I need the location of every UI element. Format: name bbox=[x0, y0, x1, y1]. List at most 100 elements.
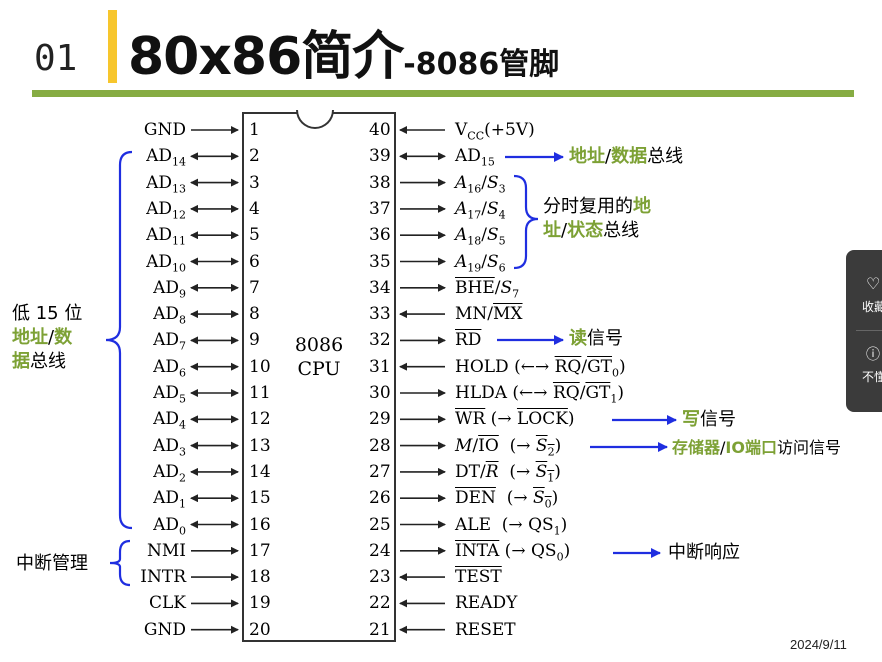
pin-number: 31 bbox=[369, 356, 391, 377]
pin-number: 5 bbox=[249, 225, 260, 246]
annotation-write-signal: 写信号 bbox=[682, 409, 736, 430]
pin-number: 10 bbox=[249, 356, 271, 377]
pin-number: 29 bbox=[369, 409, 391, 430]
pin-number: 32 bbox=[369, 330, 391, 351]
pin-number: 20 bbox=[249, 619, 271, 640]
pin-name: GND bbox=[143, 619, 186, 640]
section-number: 01 bbox=[34, 38, 78, 79]
pin-number: 25 bbox=[369, 514, 391, 535]
pin-name: RESET bbox=[455, 619, 516, 640]
pin-name: HLDA (←→ RQ/GT1) bbox=[455, 383, 624, 406]
annotation-read-signal: 读信号 bbox=[569, 328, 623, 349]
pin-number: 1 bbox=[249, 120, 260, 140]
annotation-mem-io-signal: 存储器/IO端口访问信号 bbox=[672, 438, 841, 457]
pin-number: 15 bbox=[249, 488, 271, 509]
pin-name: AD9 bbox=[153, 277, 186, 301]
pin-name: AD6 bbox=[153, 356, 186, 380]
pin-name: AD15 bbox=[455, 146, 495, 169]
heart-icon[interactable]: ♡ bbox=[866, 274, 881, 293]
pin-number: 8 bbox=[249, 304, 260, 325]
pin-name: RD bbox=[455, 330, 482, 351]
annotation-addr-data-bus: 地址/数据总线 bbox=[569, 146, 684, 167]
pin-name: BHE/S7 bbox=[455, 277, 520, 301]
pin-name: AD14 bbox=[146, 146, 186, 169]
pin-number: 18 bbox=[249, 567, 271, 588]
pin-name: AD3 bbox=[153, 435, 186, 458]
annotation-low15: 低 15 位 地址/数 据总线 bbox=[12, 302, 82, 374]
pin-number: 2 bbox=[249, 146, 260, 167]
favorite-button[interactable]: 收藏 bbox=[862, 300, 882, 314]
pin-number: 28 bbox=[369, 435, 391, 456]
pin-number: 30 bbox=[369, 383, 391, 403]
pin-number: 19 bbox=[249, 593, 271, 614]
pin-number: 38 bbox=[369, 172, 391, 193]
pin-name: AD0 bbox=[153, 514, 186, 537]
pin-name: A19/S6 bbox=[455, 251, 506, 274]
pin-number: 40 bbox=[369, 120, 391, 140]
pin-number: 9 bbox=[249, 330, 260, 351]
pin-name: VCC(+5V) bbox=[455, 120, 535, 143]
bracket-interrupt bbox=[109, 539, 131, 587]
pin-name: A16/S3 bbox=[455, 172, 506, 195]
pin-name: DEN (→ S0) bbox=[455, 488, 559, 511]
accent-bar bbox=[108, 10, 117, 83]
pin-name: NMI bbox=[147, 540, 186, 561]
pin-name: CLK bbox=[149, 593, 186, 614]
pin-name: WR (→ LOCK) bbox=[455, 409, 575, 430]
chip-subtitle: CPU bbox=[297, 358, 341, 380]
annotation-low15-line1: 低 15 位 bbox=[12, 303, 83, 324]
pin-number: 26 bbox=[369, 488, 391, 509]
pin-number: 4 bbox=[249, 198, 260, 219]
pin-name: INTA (→ QS0) bbox=[455, 540, 571, 564]
pin-number: 12 bbox=[249, 409, 271, 430]
slide-date: 2024/9/11 bbox=[790, 637, 847, 652]
bracket-low15 bbox=[105, 150, 133, 530]
pin-name: GND bbox=[143, 120, 186, 140]
annotation-low15-line2: 地址/数 bbox=[12, 327, 73, 348]
chip-name: 8086 bbox=[294, 334, 344, 356]
pin-number: 21 bbox=[369, 619, 391, 640]
pin-number: 13 bbox=[249, 435, 271, 456]
pin-name: AD1 bbox=[153, 488, 186, 511]
pin-number: 16 bbox=[249, 514, 271, 535]
pin-number: 7 bbox=[249, 277, 260, 298]
title-sub: -8086管脚 bbox=[403, 47, 560, 82]
bracket-mux bbox=[513, 174, 539, 270]
pin-name: M/IO (→ S2) bbox=[455, 435, 562, 458]
pin-name: HOLD (←→ RQ/GT0) bbox=[455, 356, 626, 380]
pin-name: AD12 bbox=[146, 198, 186, 222]
pin-name: A18/S5 bbox=[455, 225, 506, 248]
confused-button[interactable]: 不懂 bbox=[862, 370, 882, 384]
annotation-low15-line3: 据总线 bbox=[12, 351, 66, 372]
pin-name: READY bbox=[455, 593, 518, 614]
pin-number: 33 bbox=[369, 304, 391, 325]
question-icon[interactable]: ⓘ bbox=[866, 347, 880, 363]
header-divider bbox=[32, 90, 854, 97]
pin-name: AD4 bbox=[153, 409, 186, 432]
pin-name: TEST bbox=[455, 567, 502, 588]
pin-name: ALE (→ QS1) bbox=[455, 514, 568, 537]
title-main: 80x86简介 bbox=[128, 27, 404, 87]
pin-name: AD8 bbox=[153, 304, 186, 327]
pin-name: AD10 bbox=[146, 251, 186, 274]
pin-number: 35 bbox=[369, 251, 391, 272]
annotation-interrupt-mgmt: 中断管理 bbox=[16, 553, 88, 574]
pin-name: AD2 bbox=[153, 461, 186, 485]
pin-name: INTR bbox=[140, 567, 186, 588]
floating-side-panel bbox=[846, 250, 882, 412]
pin-number: 39 bbox=[369, 146, 391, 167]
pin-number: 11 bbox=[249, 383, 271, 403]
pin-number: 3 bbox=[249, 172, 260, 193]
pin-name: AD11 bbox=[146, 225, 186, 248]
pin-number: 23 bbox=[369, 567, 391, 588]
pin-number: 27 bbox=[369, 461, 391, 482]
pin-name: MN/MX bbox=[455, 304, 523, 325]
pin-number: 6 bbox=[249, 251, 260, 272]
annotation-int-response: 中断响应 bbox=[668, 542, 740, 563]
pin-number: 24 bbox=[369, 540, 391, 561]
pin-number: 36 bbox=[369, 225, 391, 246]
pin-number: 14 bbox=[249, 461, 271, 482]
pin-name: AD7 bbox=[153, 330, 186, 353]
page-title: 80x86简介-8086管脚 bbox=[128, 14, 559, 89]
